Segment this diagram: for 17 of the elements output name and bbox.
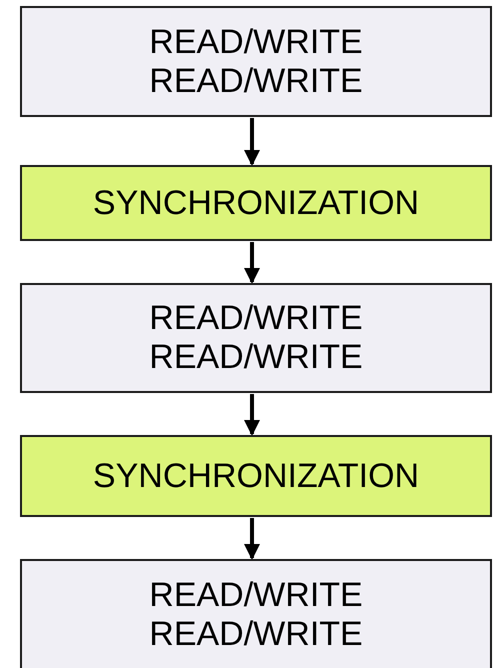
box-label: READ/WRITE: [149, 576, 363, 615]
arrow: [244, 394, 260, 436]
arrow: [244, 518, 260, 560]
process-box: [20, 283, 492, 393]
process-box: [20, 559, 492, 668]
box-label: READ/WRITE: [149, 615, 363, 654]
box-label: READ/WRITE: [149, 22, 363, 62]
arrow: [244, 242, 260, 284]
box-label: READ/WRITE: [149, 338, 363, 377]
arrow: [244, 118, 260, 166]
sync-box: [20, 435, 492, 517]
box-label: SYNCHRONIZATION: [92, 184, 420, 222]
sync-box: [20, 165, 492, 241]
box-label: READ/WRITE: [149, 299, 363, 338]
box-label: READ/WRITE: [149, 62, 363, 100]
box-label: SYNCHRONIZATION: [92, 456, 420, 496]
process-box: [20, 6, 492, 117]
